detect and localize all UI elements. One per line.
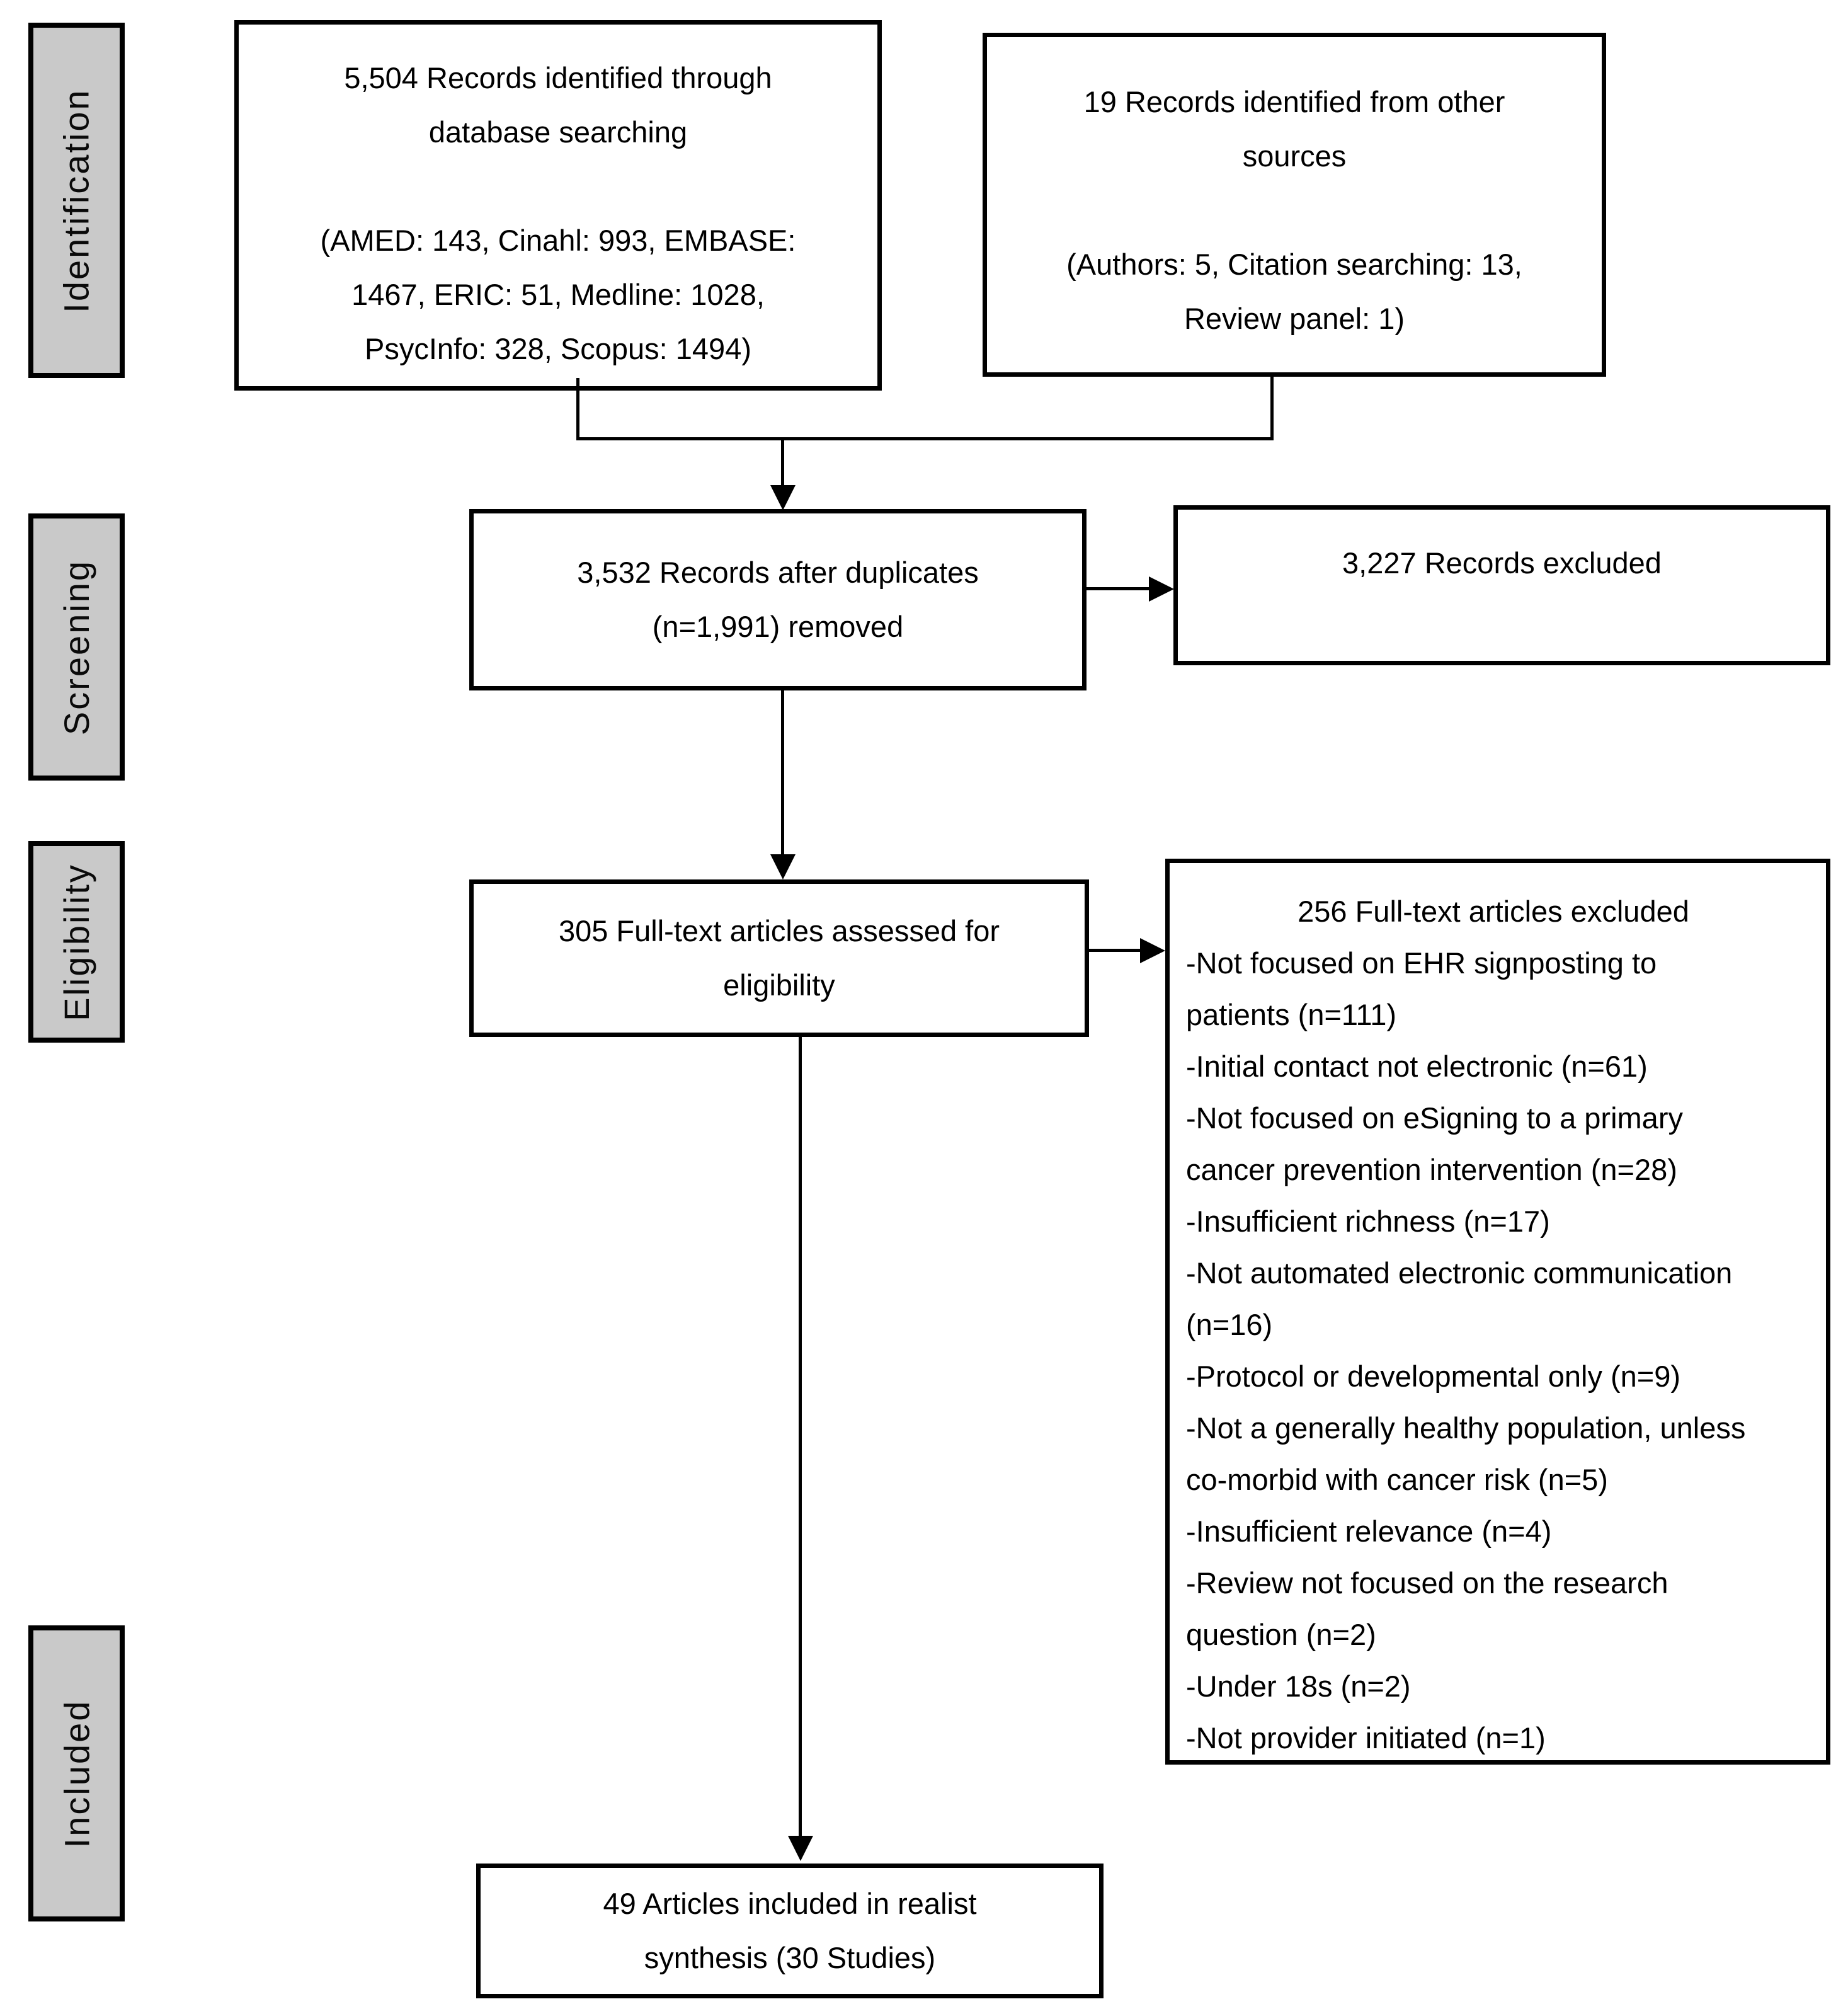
stage-label-included: Included	[57, 1699, 97, 1848]
excluded-reason: -Insufficient richness (n=17)	[1186, 1205, 1550, 1238]
stage-screening: Screening	[28, 513, 125, 781]
stage-label-screening: Screening	[57, 559, 97, 735]
excluded-reason: -Review not focused on the research ques…	[1186, 1566, 1668, 1651]
excluded-reason: -Insufficient relevance (n=4)	[1186, 1514, 1552, 1548]
excluded-reason: -Not a generally healthy population, unl…	[1186, 1411, 1746, 1496]
excluded-reason: -Initial contact not electronic (n=61)	[1186, 1050, 1648, 1083]
excluded-reason: -Not focused on EHR signposting to patie…	[1186, 946, 1657, 1031]
stage-included: Included	[28, 1625, 125, 1921]
stage-eligibility: Eligibility	[28, 841, 125, 1043]
box-records-after-duplicates: 3,532 Records after duplicates (n=1,991)…	[469, 509, 1087, 690]
excluded-reason: -Not provider initiated (n=1)	[1186, 1721, 1546, 1755]
excluded-reason: -Not automated electronic communication …	[1186, 1256, 1733, 1341]
arrowhead-right-icon	[1140, 938, 1165, 963]
connector-screening-to-excluded	[1087, 587, 1151, 590]
stage-label-identification: Identification	[57, 88, 96, 313]
box-records-identified-other: 19 Records identified from other sources…	[983, 33, 1606, 377]
records-identified-db-title: 5,504 Records identified through databas…	[344, 61, 772, 149]
fulltext-assessed-text: 305 Full-text articles assessed for elig…	[558, 914, 1000, 1002]
records-after-duplicates-text: 3,532 Records after duplicates (n=1,991)…	[577, 556, 979, 643]
stage-identification: Identification	[28, 23, 125, 378]
box-fulltext-excluded: 256 Full-text articles excluded -Not foc…	[1165, 859, 1830, 1765]
connector-other-sources-down	[1270, 377, 1274, 440]
box-fulltext-assessed: 305 Full-text articles assessed for elig…	[469, 879, 1089, 1037]
box-articles-included: 49 Articles included in realist synthesi…	[476, 1864, 1104, 1998]
fulltext-excluded-title: 256 Full-text articles excluded	[1298, 895, 1689, 928]
connector-merge-horizontal	[576, 437, 1274, 440]
arrowhead-down-icon	[788, 1836, 813, 1861]
excluded-reason: -Protocol or developmental only (n=9)	[1186, 1360, 1681, 1393]
records-identified-other-title: 19 Records identified from other sources	[1083, 85, 1505, 173]
box-records-excluded: 3,227 Records excluded	[1173, 505, 1830, 665]
records-excluded-text: 3,227 Records excluded	[1342, 546, 1662, 580]
records-identified-db-detail: (AMED: 143, Cinahl: 993, EMBASE: 1467, E…	[320, 224, 796, 365]
excluded-reason: -Not focused on eSigning to a primary ca…	[1186, 1101, 1683, 1186]
arrowhead-down-icon	[770, 854, 796, 879]
fulltext-excluded-reason-list: -Not focused on EHR signposting to patie…	[1186, 937, 1750, 1764]
excluded-reason: -Under 18s (n=2)	[1186, 1669, 1411, 1703]
records-identified-other-detail: (Authors: 5, Citation searching: 13, Rev…	[1066, 248, 1522, 335]
stage-label-eligibility: Eligibility	[57, 862, 97, 1021]
connector-screening-to-eligibility	[781, 690, 784, 856]
arrowhead-down-icon	[770, 485, 796, 510]
box-records-identified-db: 5,504 Records identified through databas…	[234, 20, 882, 391]
connector-merge-to-screening	[781, 437, 784, 489]
connector-eligibility-to-excluded	[1089, 949, 1143, 952]
articles-included-text: 49 Articles included in realist synthesi…	[603, 1887, 977, 1974]
connector-eligibility-to-included	[799, 1037, 802, 1837]
arrowhead-right-icon	[1149, 576, 1174, 602]
connector-db-down	[576, 378, 579, 440]
